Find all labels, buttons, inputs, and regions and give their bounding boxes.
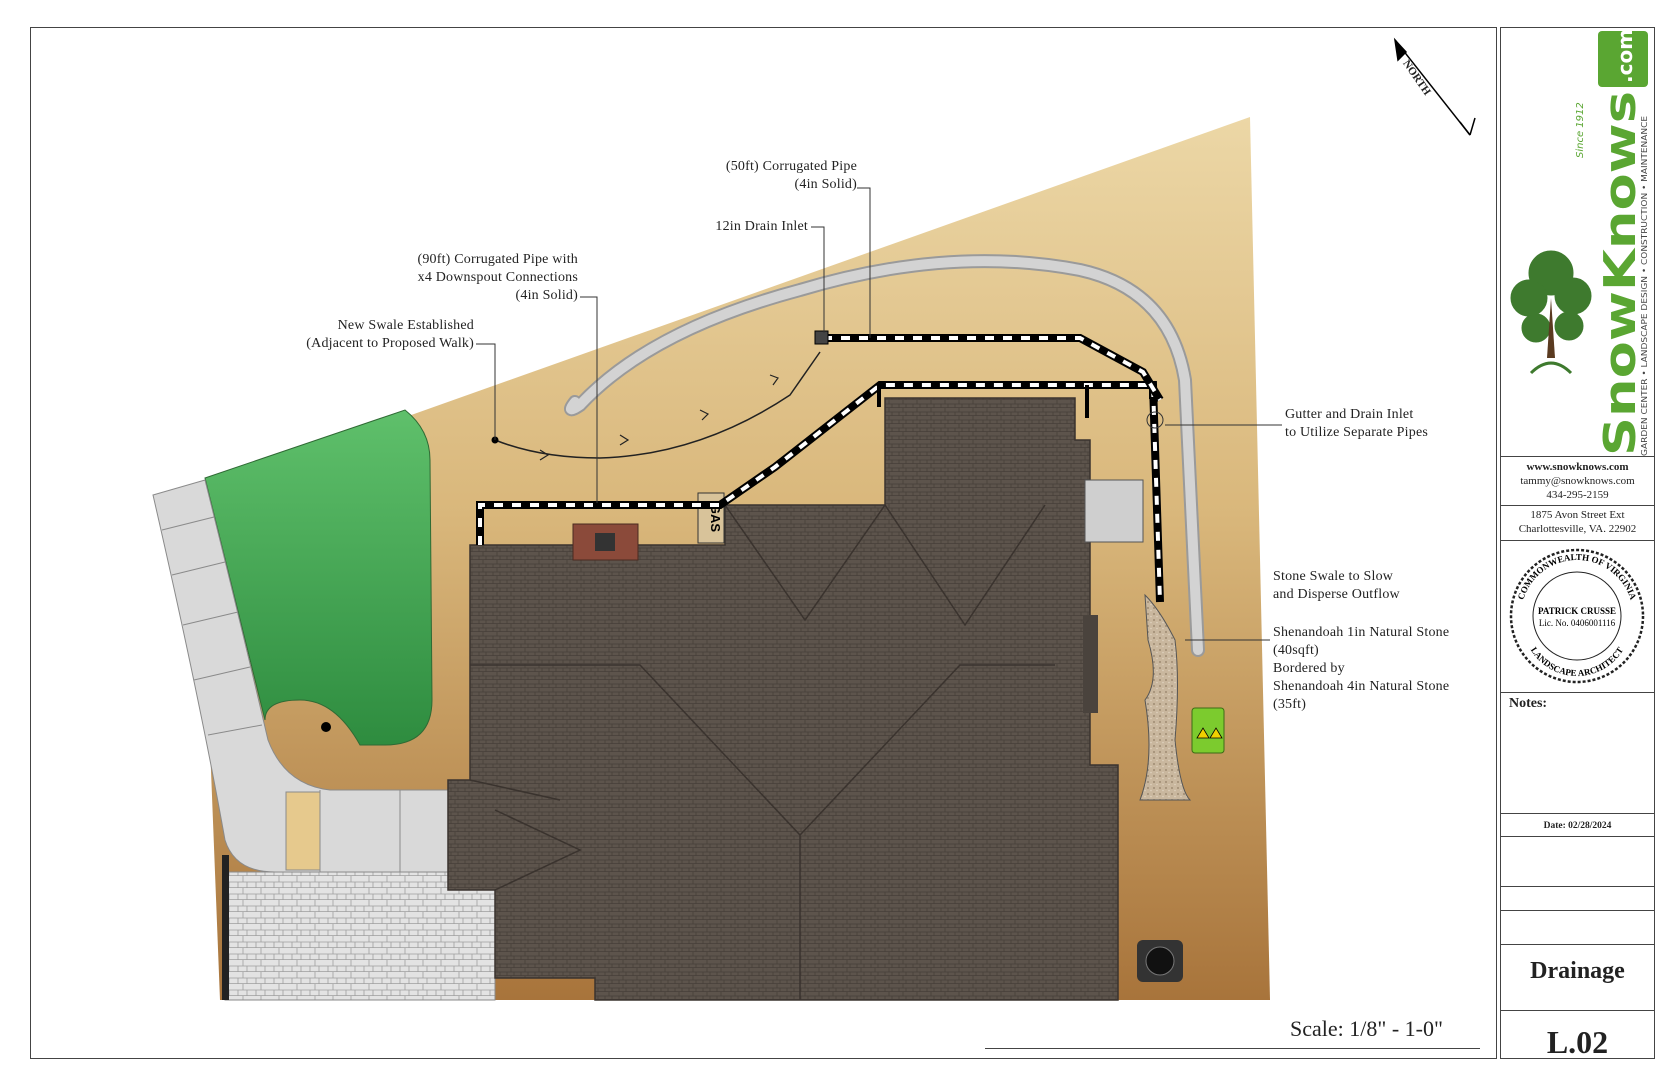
callout-line: Shenandoah 1in Natural Stone — [1273, 625, 1450, 640]
gutter-inlet-mark — [1146, 411, 1164, 429]
callout-line: (35ft) — [1273, 697, 1307, 712]
tb-divider — [1501, 836, 1654, 837]
svg-text:LANDSCAPE ARCHITECT: LANDSCAPE ARCHITECT — [1529, 645, 1625, 678]
address-line: Charlottesville, VA. 22902 — [1518, 523, 1637, 535]
leader-lines — [476, 187, 1282, 641]
scale-label: Scale: 1/8" - 1-0" — [1290, 1016, 1443, 1041]
north-arrow-icon — [1393, 37, 1476, 136]
seal-name: PATRICK CRUSSE — [1538, 606, 1616, 616]
tagline: GARDEN CENTER • LANDSCAPE DESIGN • CONST… — [1640, 116, 1649, 456]
callout-new-swale: New Swale Established (Adjacent to Propo… — [240, 317, 474, 353]
date-label: Date: 02/28/2024 — [1543, 821, 1612, 831]
callout-line: and Disperse Outflow — [1273, 587, 1400, 602]
email: tammy@snowknows.com — [1520, 475, 1635, 487]
tb-divider — [1501, 1010, 1654, 1011]
callout-natural-stone: Shenandoah 1in Natural Stone (40sqft) Bo… — [1273, 624, 1449, 714]
callout-line: Stone Swale to Slow — [1273, 569, 1394, 584]
callout-drain-inlet: 12in Drain Inlet — [715, 219, 808, 234]
tb-divider — [1501, 456, 1654, 457]
callout-line: (40sqft) — [1273, 643, 1319, 658]
brand-suffix: .com — [1613, 29, 1637, 83]
tb-divider — [1501, 813, 1654, 814]
drawing-frame — [30, 27, 1497, 1059]
callout-line: (4in Solid) — [794, 177, 857, 192]
callout-line: Shenandoah 4in Natural Stone — [1273, 679, 1450, 694]
callout-line: (Adjacent to Proposed Walk) — [306, 336, 474, 351]
brand-logo: .com SnowKnows Since 1912 GARDEN CENTER … — [1510, 29, 1649, 456]
callout-line: (50ft) Corrugated Pipe — [725, 159, 857, 174]
gas-label: GAS — [708, 504, 723, 533]
tb-divider — [1501, 692, 1654, 693]
callout-pipe-50: (50ft) Corrugated Pipe (4in Solid) — [660, 158, 857, 194]
tree-logo-icon — [1510, 250, 1592, 375]
patio-pavers — [224, 871, 496, 1001]
website: www.snowknows.com — [1526, 461, 1629, 473]
seal-top-text: COMMONWEALTH OF VIRGINIA — [1516, 552, 1639, 602]
callout-line: x4 Downspout Connections — [417, 270, 578, 285]
notes-label: Notes: — [1509, 696, 1548, 711]
callout-line: Bordered by — [1273, 661, 1345, 676]
callout-pipe-90: (90ft) Corrugated Pipe with x4 Downspout… — [360, 251, 578, 305]
callout-line: New Swale Established — [337, 318, 474, 333]
tb-divider — [1501, 886, 1654, 887]
phone: 434-295-2159 — [1546, 489, 1609, 501]
seal-bottom-text: LANDSCAPE ARCHITECT — [1529, 645, 1625, 678]
callout-line: to Utilize Separate Pipes — [1285, 425, 1429, 440]
callout-line: (90ft) Corrugated Pipe with — [417, 252, 578, 267]
callout-line: Gutter and Drain Inlet — [1285, 407, 1414, 422]
lawn-marker — [321, 722, 331, 732]
architect-seal: COMMONWEALTH OF VIRGINIA LANDSCAPE ARCHI… — [1509, 548, 1645, 684]
tb-divider — [1501, 944, 1654, 945]
drainage-pipes — [476, 334, 1164, 603]
new-swale — [494, 351, 821, 459]
address-line: 1875 Avon Street Ext — [1530, 509, 1625, 521]
address: 1875 Avon Street Ext Charlottesville, VA… — [1501, 508, 1654, 536]
drain-inlet-12in — [814, 330, 829, 345]
seal-license: Lic. No. 0406001116 — [1539, 618, 1616, 628]
since-label: Since 1912 — [1575, 102, 1586, 158]
sheet-title: Drainage — [1530, 958, 1625, 984]
tb-divider — [1501, 540, 1654, 541]
lawn-area — [204, 409, 433, 746]
callout-gutter: Gutter and Drain Inlet to Utilize Separa… — [1285, 406, 1428, 442]
sheet-number: L.02 — [1546, 1024, 1609, 1060]
tb-divider — [1501, 910, 1654, 911]
tb-divider — [1501, 505, 1654, 506]
callout-line: (4in Solid) — [515, 288, 578, 303]
contact-info: www.snowknows.com tammy@snowknows.com 43… — [1501, 460, 1654, 502]
title-block: .com SnowKnows Since 1912 GARDEN CENTER … — [1500, 27, 1655, 1060]
utility-box — [1191, 707, 1225, 754]
side-porch — [1084, 479, 1144, 543]
svg-text:COMMONWEALTH OF VIRGINIA: COMMONWEALTH OF VIRGINIA — [1516, 552, 1639, 602]
callout-stone-swale: Stone Swale to Slow and Disperse Outflow — [1273, 568, 1400, 604]
stone-swale — [1139, 593, 1192, 801]
scale-underline — [985, 1048, 1480, 1049]
brand-name: SnowKnows — [1595, 91, 1646, 456]
walk-accent — [285, 791, 321, 871]
